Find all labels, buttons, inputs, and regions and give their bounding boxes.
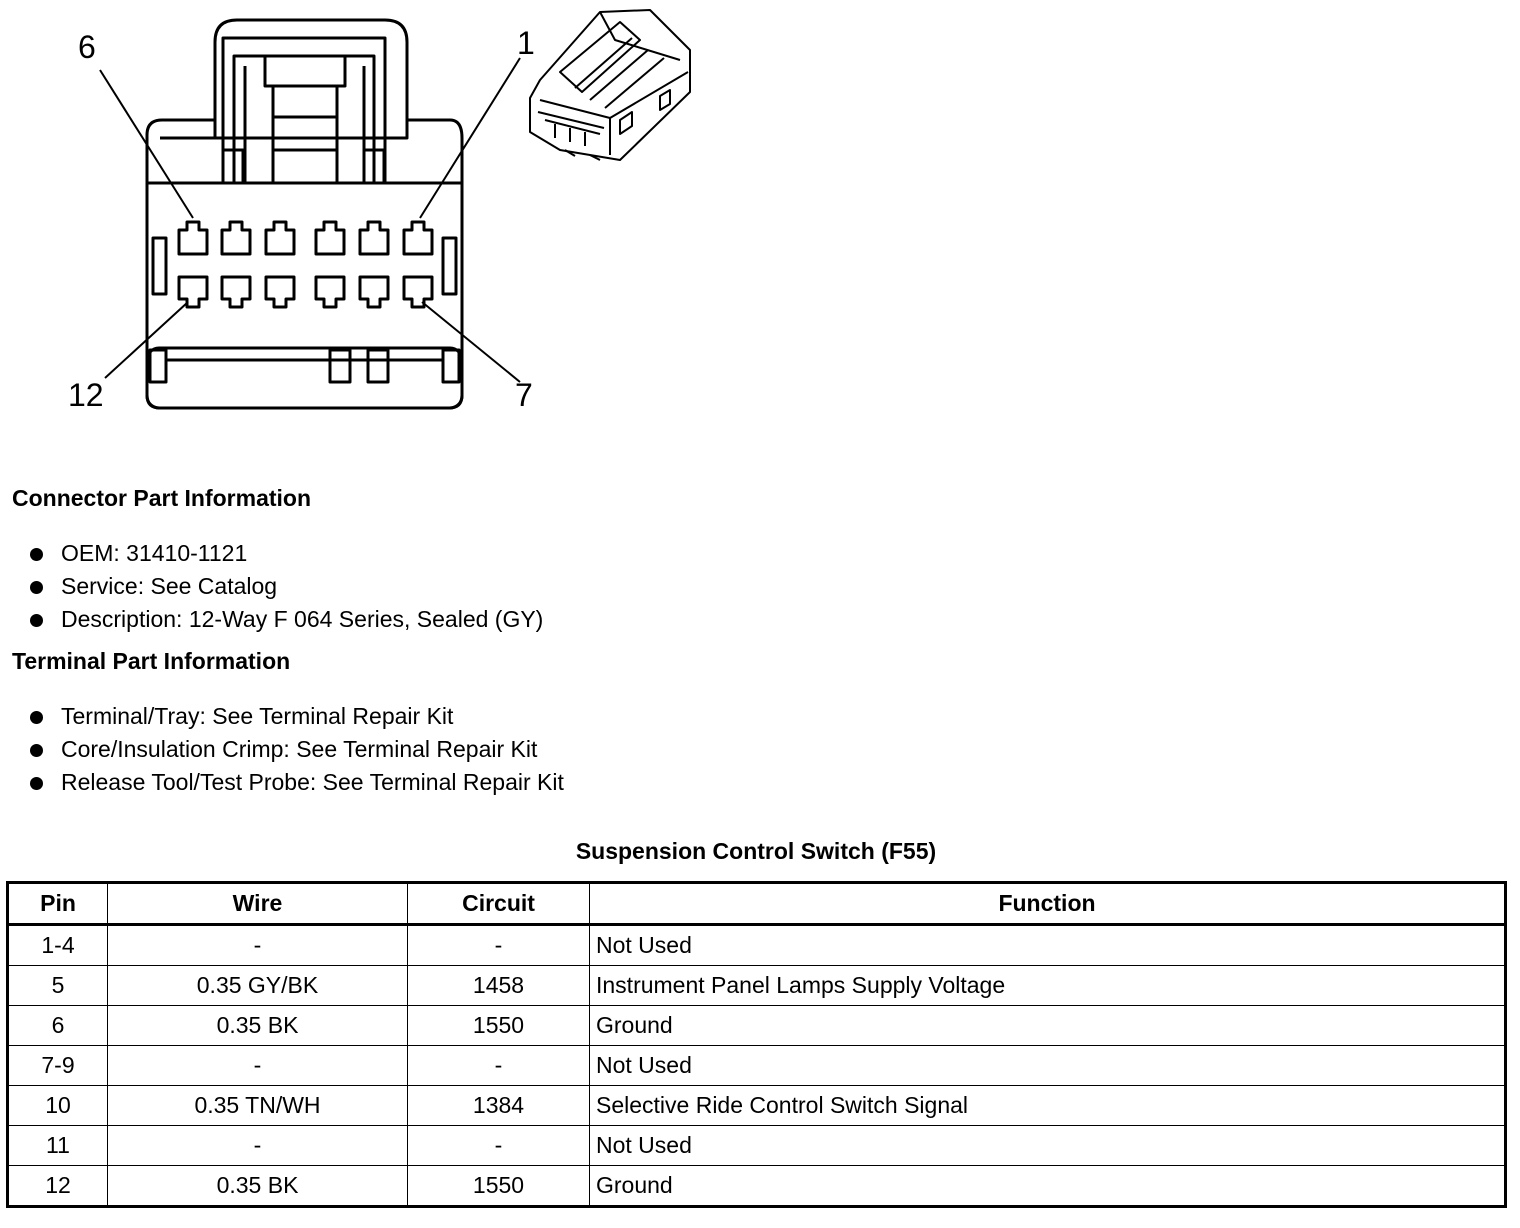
bullet-icon	[30, 548, 43, 561]
terminal-cavity	[402, 275, 434, 309]
table-header-row: Pin Wire Circuit Function	[7, 882, 1506, 926]
cell-function: Ground	[589, 1165, 1506, 1207]
bottom-rail	[145, 346, 464, 410]
cell-pin: 11	[7, 1125, 108, 1166]
cell-wire: -	[107, 924, 408, 966]
pinout-table: Pin Wire Circuit Function 1-4 - - Not Us…	[6, 881, 1507, 1208]
cell-wire: -	[107, 1125, 408, 1166]
table-row: 1-4 - - Not Used	[7, 924, 1506, 966]
cell-function: Not Used	[589, 924, 1506, 966]
column-header-circuit: Circuit	[407, 882, 590, 926]
cell-circuit: -	[407, 1045, 590, 1086]
pin-callout-6: 6	[78, 29, 96, 65]
bottom-rail-tab	[328, 348, 352, 384]
pin-callout-1: 1	[517, 25, 535, 61]
callout-leader-12	[104, 301, 189, 379]
cell-function: Instrument Panel Lamps Supply Voltage	[589, 965, 1506, 1006]
bullet-icon	[30, 581, 43, 594]
cell-pin: 7-9	[7, 1045, 108, 1086]
callout-leader-7	[421, 301, 521, 383]
terminal-cavity	[314, 220, 346, 256]
terminal-info-title: Terminal Part Information	[12, 648, 291, 674]
list-item: Service: See Catalog	[30, 570, 543, 603]
bullet-icon	[30, 711, 43, 724]
terminal-cavity	[402, 220, 434, 256]
cell-wire: 0.35 TN/WH	[107, 1085, 408, 1126]
terminal-cavity	[177, 220, 209, 256]
side-key-left	[151, 236, 168, 296]
connector-body-outline	[145, 18, 464, 410]
cell-circuit: -	[407, 1125, 590, 1166]
cell-function: Not Used	[589, 1125, 1506, 1166]
cell-function: Not Used	[589, 1045, 1506, 1086]
terminal-cavity	[358, 220, 390, 256]
column-header-function: Function	[589, 882, 1506, 926]
cell-circuit: 1550	[407, 1165, 590, 1207]
cell-circuit: 1550	[407, 1005, 590, 1046]
table-row: 5 0.35 GY/BK 1458 Instrument Panel Lamps…	[7, 965, 1506, 1006]
bullet-icon	[30, 614, 43, 627]
list-item: Terminal/Tray: See Terminal Repair Kit	[30, 700, 564, 733]
terminal-cavity	[314, 275, 346, 309]
terminal-info-list: Terminal/Tray: See Terminal Repair Kit C…	[30, 700, 564, 799]
table-title: Suspension Control Switch (F55)	[575, 838, 937, 864]
cell-pin: 5	[7, 965, 108, 1006]
callout-leader-1	[419, 57, 521, 219]
list-item: Core/Insulation Crimp: See Terminal Repa…	[30, 733, 564, 766]
cell-circuit: -	[407, 924, 590, 966]
connector-face-diagram: 6 1 12 7	[68, 9, 691, 413]
cell-function: Selective Ride Control Switch Signal	[589, 1085, 1506, 1126]
table-row: 12 0.35 BK 1550 Ground	[7, 1165, 1506, 1207]
column-header-pin: Pin	[7, 882, 108, 926]
latch-right-foot	[362, 148, 386, 185]
list-item: OEM: 31410-1121	[30, 537, 543, 570]
cell-wire: 0.35 GY/BK	[107, 965, 408, 1006]
terminal-cavity	[358, 275, 390, 309]
connector-info-title: Connector Part Information	[12, 485, 312, 511]
cell-wire: 0.35 BK	[107, 1005, 408, 1046]
bullet-icon	[30, 744, 43, 757]
latch-frame	[221, 36, 387, 185]
cell-wire: -	[107, 1045, 408, 1086]
cell-pin: 10	[7, 1085, 108, 1126]
bottom-rail-tab	[148, 348, 168, 384]
terminal-cavity	[264, 220, 296, 256]
list-item: Release Tool/Test Probe: See Terminal Re…	[30, 766, 564, 799]
bottom-rail-tab	[441, 348, 461, 384]
terminal-cavity	[264, 275, 296, 309]
bottom-rail-tab	[366, 348, 390, 384]
cell-pin: 12	[7, 1165, 108, 1207]
cell-wire: 0.35 BK	[107, 1165, 408, 1207]
terminal-cavity	[220, 220, 252, 256]
cell-pin: 1-4	[7, 924, 108, 966]
cell-circuit: 1458	[407, 965, 590, 1006]
cell-function: Ground	[589, 1005, 1506, 1046]
table-row: 10 0.35 TN/WH 1384 Selective Ride Contro…	[7, 1085, 1506, 1126]
latch-inner	[232, 54, 376, 185]
callout-leader-6	[99, 69, 194, 219]
terminal-cavity	[220, 275, 252, 309]
connector-info-list: OEM: 31410-1121 Service: See Catalog Des…	[30, 537, 543, 636]
cell-circuit: 1384	[407, 1085, 590, 1126]
column-header-wire: Wire	[107, 882, 408, 926]
side-key-right	[441, 236, 458, 296]
list-item: Description: 12-Way F 064 Series, Sealed…	[30, 603, 543, 636]
connector-isometric-illustration	[529, 9, 691, 161]
terminal-cavity	[177, 275, 209, 309]
table-row: 7-9 - - Not Used	[7, 1045, 1506, 1086]
table-row: 6 0.35 BK 1550 Ground	[7, 1005, 1506, 1046]
latch-top-bar	[263, 54, 347, 88]
latch-left-foot	[221, 148, 245, 185]
pin-callout-12: 12	[68, 377, 104, 413]
table-row: 11 - - Not Used	[7, 1125, 1506, 1166]
pin-callout-7: 7	[515, 377, 533, 413]
cell-pin: 6	[7, 1005, 108, 1046]
bullet-icon	[30, 777, 43, 790]
